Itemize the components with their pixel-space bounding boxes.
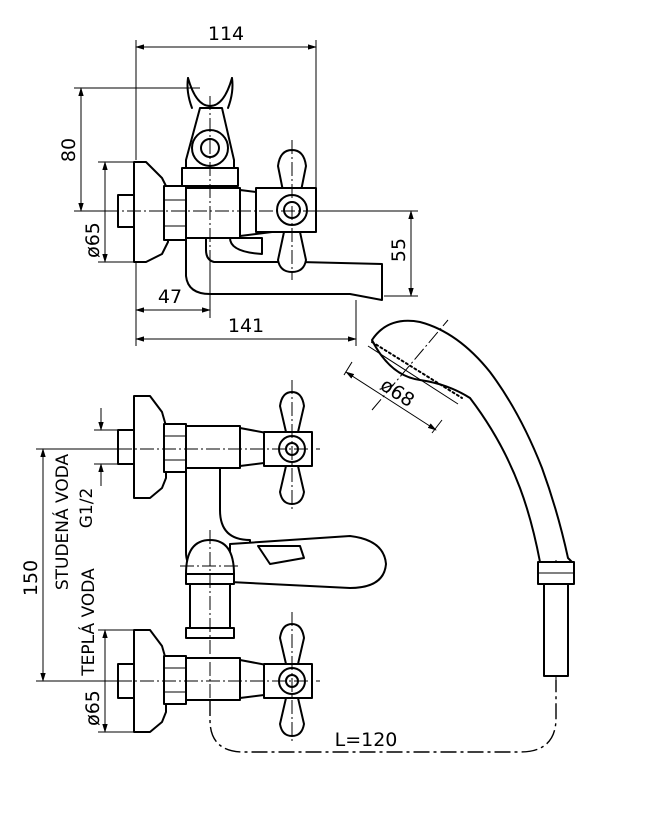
- dim-80: 80: [58, 138, 80, 162]
- dim-hose-length: L=120: [335, 729, 398, 751]
- label-thread: G1/2: [77, 488, 97, 529]
- front-view: L=120 150 STUDENÁ VODA G1/2 TEPLÁ VODA ø…: [20, 380, 557, 753]
- dim-150: 150: [20, 560, 42, 596]
- dim-68-shower: ø68: [376, 374, 418, 412]
- hose-path: [209, 680, 557, 753]
- dim-65-top: ø65: [82, 222, 104, 258]
- label-warm-water: TEPLÁ VODA: [77, 568, 99, 677]
- dim-47: 47: [158, 286, 182, 308]
- label-cold-water: STUDENÁ VODA: [51, 453, 73, 590]
- shower-head: ø68: [343, 319, 575, 680]
- dim-114: 114: [208, 23, 244, 45]
- top-view: 114 80 ø65 55 47 141: [58, 23, 418, 346]
- dim-65-bottom: ø65: [82, 690, 104, 726]
- dim-141: 141: [228, 315, 264, 337]
- dim-55: 55: [388, 238, 410, 262]
